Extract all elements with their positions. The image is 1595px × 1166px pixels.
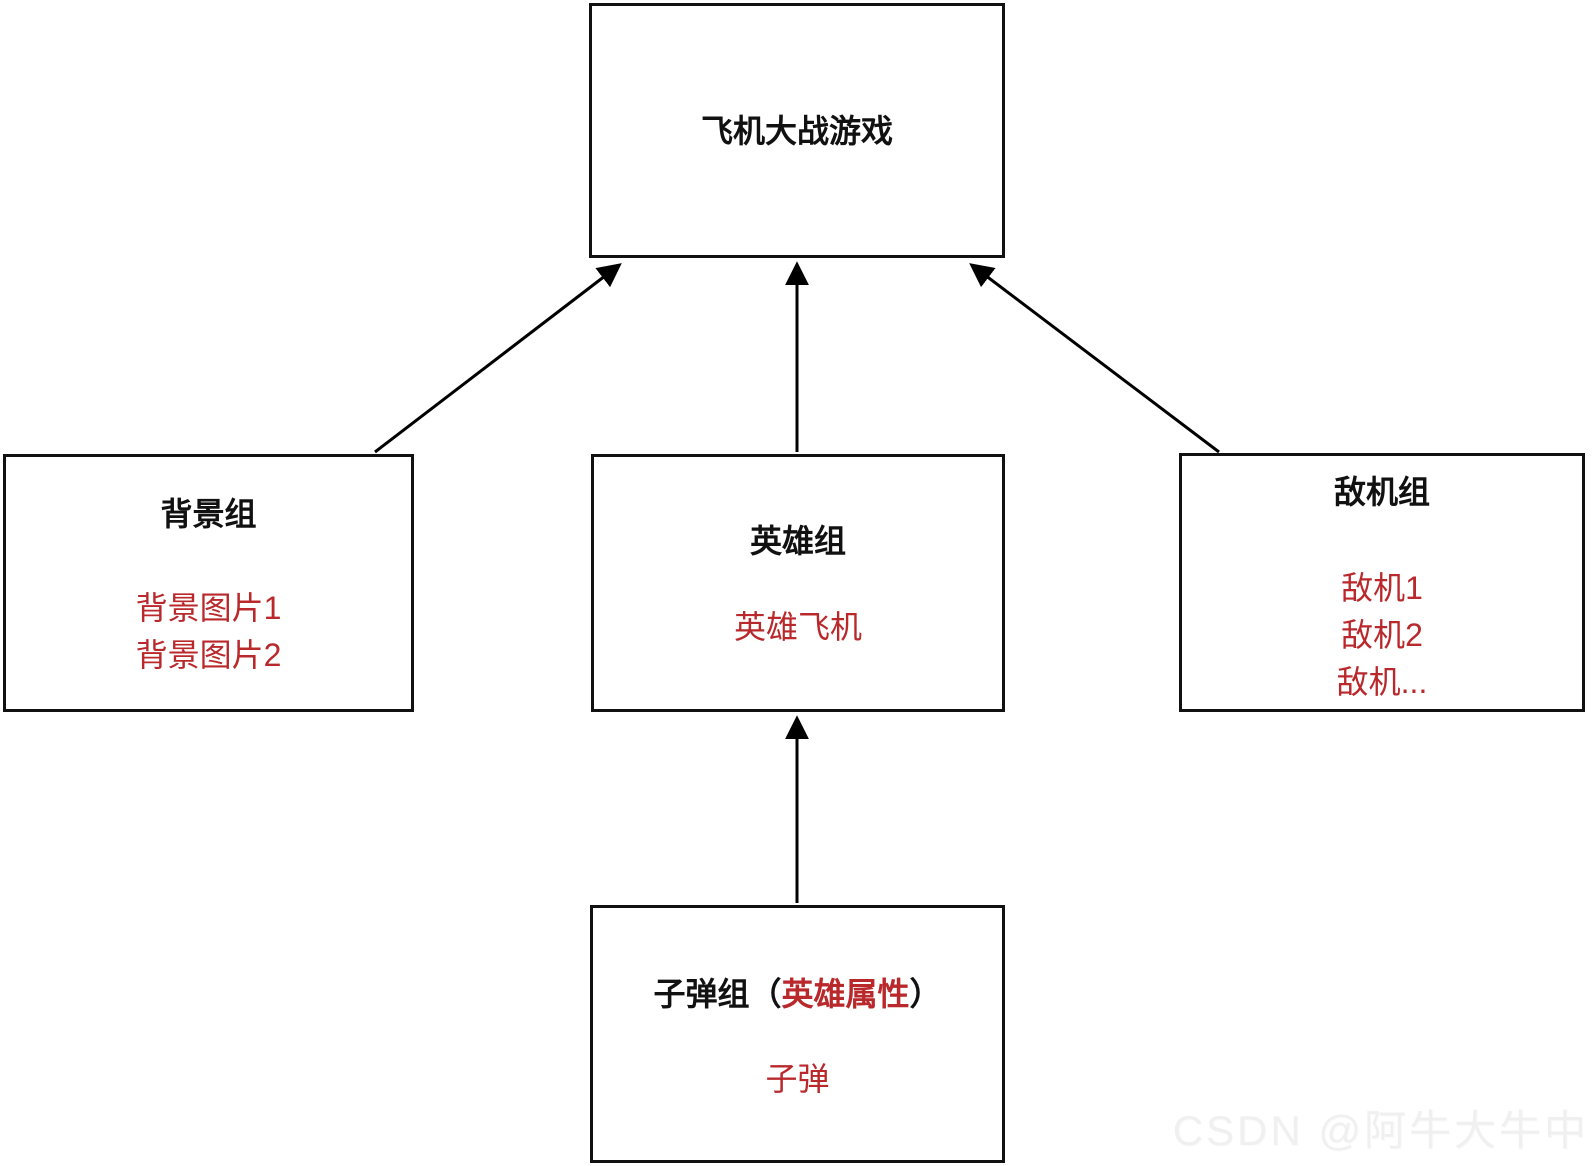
node-item: 英雄飞机 bbox=[733, 609, 862, 645]
node-item: 背景图片1 bbox=[135, 590, 282, 626]
node-title: 英雄组 bbox=[749, 523, 846, 559]
node-title: 敌机组 bbox=[1333, 474, 1430, 510]
node-item: 敌机... bbox=[1336, 664, 1428, 700]
node-background-group: 背景组 背景图片1 背景图片2 bbox=[3, 454, 414, 712]
node-plane-war-game: 飞机大战游戏 bbox=[589, 3, 1005, 258]
node-enemy-group: 敌机组 敌机1 敌机2 敌机... bbox=[1179, 453, 1585, 712]
node-title-prefix: 子弹组（ bbox=[653, 976, 782, 1012]
node-item: 子弹 bbox=[765, 1061, 830, 1097]
node-title-highlight: 英雄属性 bbox=[781, 976, 910, 1012]
node-items: 子弹 bbox=[765, 1056, 829, 1103]
node-item: 敌机1 bbox=[1341, 570, 1423, 606]
node-item: 敌机2 bbox=[1341, 617, 1423, 653]
arrow-enemy-to-game bbox=[969, 263, 1220, 454]
csdn-watermark: CSDN @阿牛大牛中 bbox=[1172, 1107, 1589, 1154]
arrow-background-to-game bbox=[374, 263, 622, 454]
node-title: 子弹组（英雄属性） bbox=[653, 976, 941, 1012]
node-items: 英雄飞机 bbox=[734, 604, 862, 651]
node-title-suffix: ） bbox=[909, 976, 942, 1012]
node-item: 背景图片2 bbox=[135, 637, 282, 673]
node-items: 敌机1 敌机2 敌机... bbox=[1337, 565, 1428, 706]
node-items: 背景图片1 背景图片2 bbox=[136, 585, 282, 679]
node-title: 飞机大战游戏 bbox=[700, 112, 893, 149]
node-hero-group: 英雄组 英雄飞机 bbox=[591, 454, 1005, 712]
node-bullet-group: 子弹组（英雄属性） 子弹 bbox=[590, 905, 1005, 1163]
node-title: 背景组 bbox=[160, 496, 257, 532]
